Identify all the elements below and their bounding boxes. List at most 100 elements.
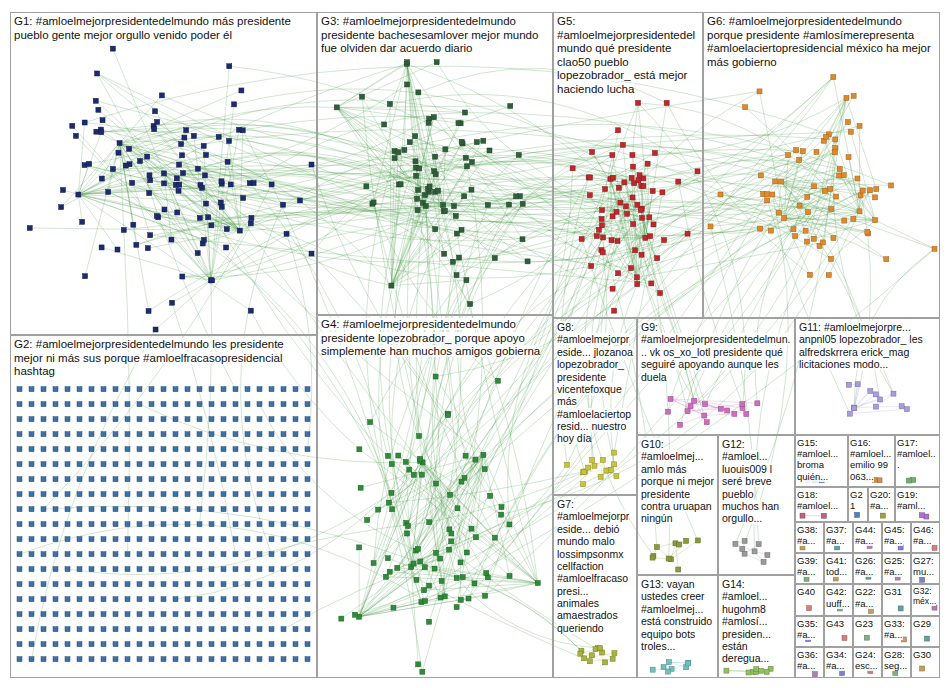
vertex-icon: [463, 155, 468, 160]
vertex-icon: [125, 537, 130, 542]
group-box: G30: [911, 647, 940, 678]
vertex-icon: [161, 552, 166, 557]
vertex-icon: [17, 402, 22, 407]
vertex-icon: [587, 659, 592, 664]
vertex-icon: [113, 477, 118, 482]
tie-line: [829, 211, 860, 275]
tie-line: [850, 409, 907, 414]
tie-line: [155, 111, 240, 230]
vertex-icon: [245, 567, 250, 572]
vertex-icon: [245, 582, 250, 587]
vertex-icon: [535, 581, 540, 586]
vertex-icon: [209, 492, 214, 497]
vertex-icon: [880, 513, 885, 518]
vertex-icon: [209, 642, 214, 647]
vertex-icon: [101, 432, 106, 437]
vertex-icon: [904, 407, 909, 412]
group-label-wrap: G26: #a...: [855, 555, 880, 577]
vertex-icon: [695, 538, 700, 543]
tie-curve: [637, 155, 788, 277]
vertex-icon: [89, 597, 94, 602]
vertex-icon: [197, 417, 202, 422]
vertex-icon: [149, 612, 154, 617]
vertex-icon: [248, 308, 253, 313]
vertex-icon: [245, 462, 250, 467]
vertex-icon: [834, 194, 839, 199]
vertex-icon: [677, 542, 682, 547]
vertex-icon: [233, 402, 238, 407]
vertex-icon: [89, 492, 94, 497]
group-box: G45: #a...: [882, 522, 911, 553]
vertex-icon: [417, 166, 422, 171]
vertex-icon: [77, 522, 82, 527]
vertex-icon: [137, 552, 142, 557]
vertex-icon: [793, 234, 798, 239]
vertex-icon: [257, 417, 262, 422]
vertex-icon: [305, 642, 310, 647]
vertex-icon: [269, 642, 274, 647]
vertex-icon: [812, 672, 817, 677]
vertex-icon: [152, 127, 157, 132]
tie-curve: [229, 66, 618, 273]
vertex-icon: [732, 411, 737, 416]
vertex-icon: [17, 492, 22, 497]
group-label: G24: esc...: [855, 649, 878, 671]
group-label: G27: mu...: [913, 555, 934, 577]
group-label-wrap: G40: [797, 586, 822, 597]
vertex-icon: [650, 555, 655, 560]
tie-line: [704, 414, 734, 416]
vertex-icon: [173, 492, 178, 497]
vertex-icon: [233, 642, 238, 647]
vertex-icon: [219, 179, 224, 184]
vertex-icon: [418, 559, 423, 564]
tie-line: [461, 455, 483, 482]
vertex-icon: [281, 582, 286, 587]
vertex-icon: [209, 402, 214, 407]
vertex-icon: [65, 432, 70, 437]
group-label: G17: #amloel...: [897, 437, 936, 470]
vertex-icon: [149, 387, 154, 392]
vertex-icon: [221, 537, 226, 542]
vertex-icon: [197, 552, 202, 557]
vertex-icon: [53, 522, 58, 527]
vertex-icon: [458, 560, 463, 565]
vertex-icon: [138, 159, 143, 164]
group-label: G16: #amloel... emilio 99 063...: [850, 437, 891, 482]
tie-line: [391, 155, 518, 286]
vertex-icon: [101, 522, 106, 527]
tie-line: [411, 381, 498, 567]
vertex-icon: [149, 507, 154, 512]
vertex-icon: [695, 169, 700, 174]
vertex-icon: [53, 567, 58, 572]
vertex-icon: [53, 447, 58, 452]
group-box: G35: #a...: [795, 616, 824, 647]
vertex-icon: [174, 176, 179, 181]
tie-line: [172, 280, 211, 302]
tie-line: [78, 195, 226, 248]
vertex-icon: [404, 531, 409, 536]
tie-line: [645, 191, 652, 238]
vertex-icon: [449, 531, 454, 536]
group-label: G37: #a...: [826, 524, 847, 546]
group-label: G3: #amloelmejorpresidentedelmundo presi…: [321, 15, 538, 54]
vertex-icon: [269, 402, 274, 407]
group-label: G13: vayan ustedes creer #amloelmej... e…: [641, 578, 712, 652]
vertex-icon: [197, 522, 202, 527]
vertex-icon: [448, 492, 453, 497]
vertex-icon: [468, 302, 473, 307]
tie-line: [423, 203, 456, 216]
tie-line: [612, 155, 637, 284]
vertex-icon: [89, 387, 94, 392]
tie-line: [337, 62, 407, 107]
tie-curve: [32, 330, 156, 660]
tie-line: [599, 230, 637, 284]
group-label-wrap: G2: #amloelmejorpresidentedelmundo les p…: [14, 338, 313, 379]
vertex-icon: [284, 231, 289, 236]
vertex-icon: [41, 507, 46, 512]
vertex-icon: [420, 669, 425, 674]
vertex-icon: [17, 537, 22, 542]
vertex-icon: [652, 151, 657, 156]
group-label: G15: #amloel... broma quién...: [797, 437, 838, 482]
vertex-icon: [245, 447, 250, 452]
vertex-icon: [125, 597, 130, 602]
